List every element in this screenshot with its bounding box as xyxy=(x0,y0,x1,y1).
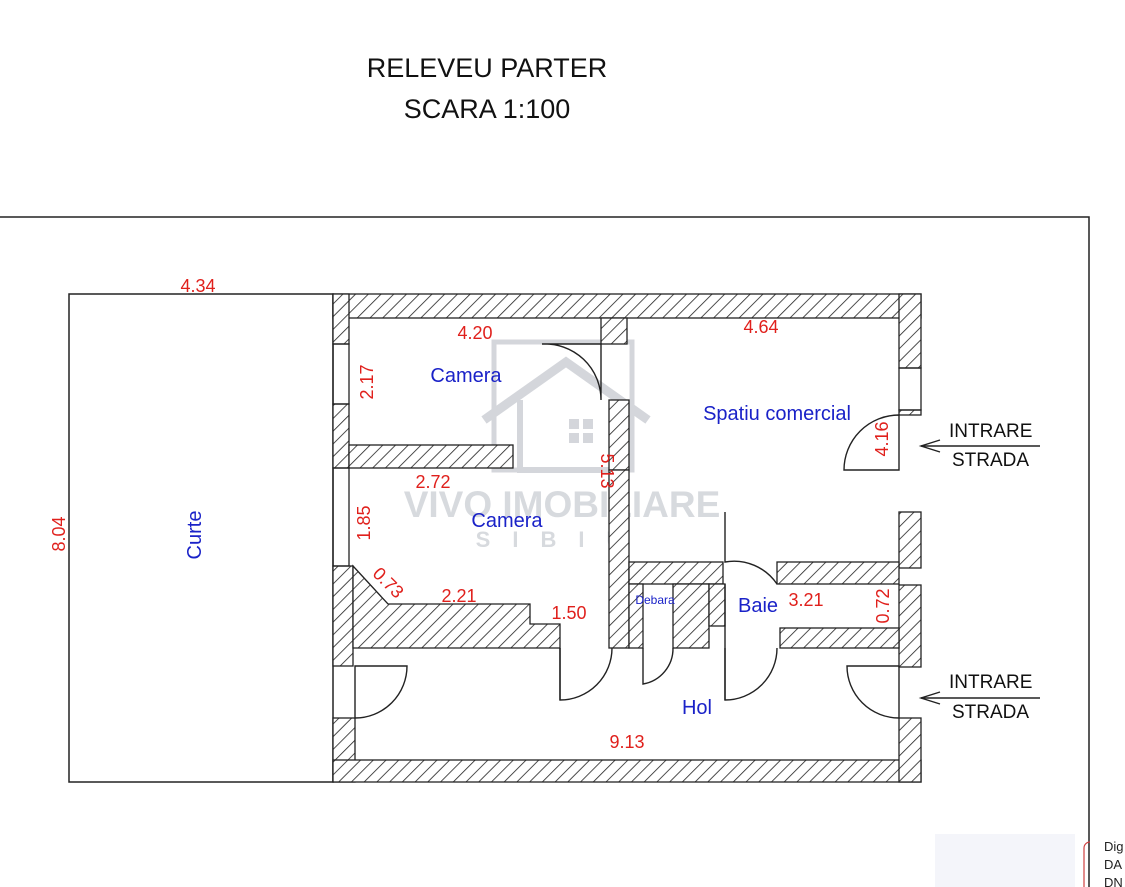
corner-text-3: DN xyxy=(1104,875,1123,887)
room-label-baie: Baie xyxy=(738,595,778,617)
watermark-city: SIBIU xyxy=(476,527,645,552)
dim-curte-width: 4.34 xyxy=(180,276,215,296)
plan-scale: SCARA 1:100 xyxy=(403,94,571,124)
plan-title: RELEVEU PARTER xyxy=(366,53,608,83)
corner-text-2: DA xyxy=(1104,857,1122,872)
dim-spatiu-height: 4.16 xyxy=(872,421,892,456)
dim-partition: 5.13 xyxy=(597,453,617,488)
dim-camera2-bottom: 2.21 xyxy=(441,586,476,606)
walls xyxy=(332,293,922,783)
dim-step: 1.50 xyxy=(551,603,586,623)
entrance-arrows xyxy=(918,439,1040,705)
lower-entrance-sublabel: STRADA xyxy=(952,702,1029,723)
room-label-camera-2: Camera xyxy=(471,510,543,532)
dim-baie-height: 0.72 xyxy=(873,588,893,623)
corner-stamp-edge xyxy=(1083,841,1091,887)
watermark-brand: VIVO IMOBILIARE xyxy=(404,484,721,525)
dim-camera1-width: 4.20 xyxy=(457,323,492,343)
upper-entrance-sublabel: STRADA xyxy=(952,450,1029,471)
room-label-hol: Hol xyxy=(682,697,712,719)
dim-camera2-width: 2.72 xyxy=(415,472,450,492)
dim-camera1-height: 2.17 xyxy=(357,364,377,399)
dim-baie-width: 3.21 xyxy=(788,590,823,610)
room-label-curte: Curte xyxy=(184,511,206,560)
corner-text-1: Dig xyxy=(1104,839,1124,854)
dim-hol-width: 9.13 xyxy=(609,732,644,752)
room-label-camera-1: Camera xyxy=(430,365,502,387)
corner-stamp-area xyxy=(935,834,1075,887)
dim-curte-height: 8.04 xyxy=(49,516,69,551)
dim-spatiu-width: 4.64 xyxy=(743,317,778,337)
room-label-spatiu-comercial: Spatiu comercial xyxy=(703,403,851,425)
doors xyxy=(354,343,900,719)
lower-entrance-label: INTRARE xyxy=(949,672,1032,693)
room-label-debara: Debara xyxy=(635,593,675,607)
windows xyxy=(332,343,922,567)
page-frame xyxy=(0,216,1090,887)
dim-camera2-height: 1.85 xyxy=(354,505,374,540)
upper-entrance-label: INTRARE xyxy=(949,421,1032,442)
